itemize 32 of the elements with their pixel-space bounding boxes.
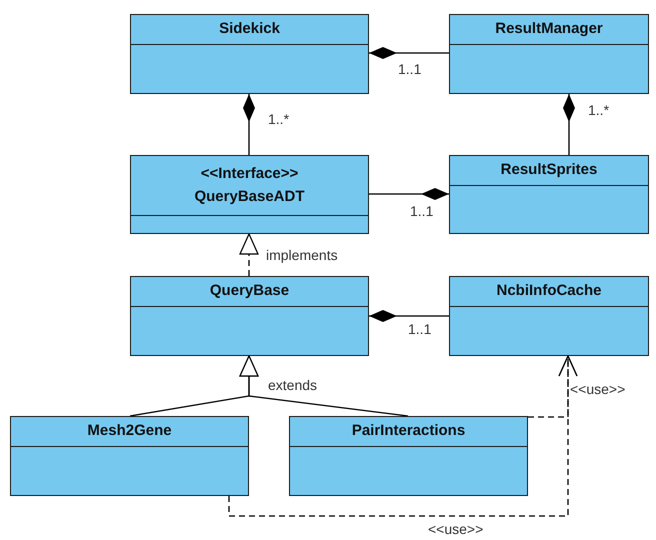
class-box: [289, 416, 528, 496]
class-box: [10, 416, 249, 496]
edge-label: 1..1: [410, 204, 434, 218]
composition-connector: [563, 94, 575, 155]
realization-arrow: [239, 233, 259, 276]
edge-label: 1..*: [588, 103, 610, 117]
dependency-arrow: [228, 355, 578, 517]
composition-connector: [243, 94, 255, 155]
edge-label: 1..*: [268, 112, 290, 126]
class-box: [449, 276, 649, 356]
class-name: ResultManager: [495, 20, 603, 39]
edge-label: implements: [266, 248, 338, 262]
class-name: PairInteractions: [352, 422, 466, 441]
class-box: [130, 14, 369, 94]
class-name: Sidekick: [219, 20, 280, 39]
composition-connector: [369, 188, 449, 200]
class-name: QueryBaseADT: [194, 188, 305, 206]
class-name: Mesh2Gene: [87, 422, 172, 441]
class-name: ResultSprites: [500, 161, 598, 180]
class-box: [449, 155, 649, 234]
edge-label: 1..1: [408, 322, 432, 336]
edge-label: extends: [268, 378, 318, 392]
class-box: [130, 155, 369, 234]
class-box: [449, 14, 649, 94]
composition-connector: [369, 310, 449, 322]
class-name: <<Interface>>: [200, 164, 298, 184]
edge-label: 1..1: [398, 62, 422, 76]
composition-connector: [369, 47, 449, 59]
generalization-arrow: [239, 355, 408, 417]
class-name: QueryBase: [210, 282, 290, 301]
class-box: [130, 276, 369, 356]
class-name: NcbiInfoCache: [496, 282, 602, 301]
